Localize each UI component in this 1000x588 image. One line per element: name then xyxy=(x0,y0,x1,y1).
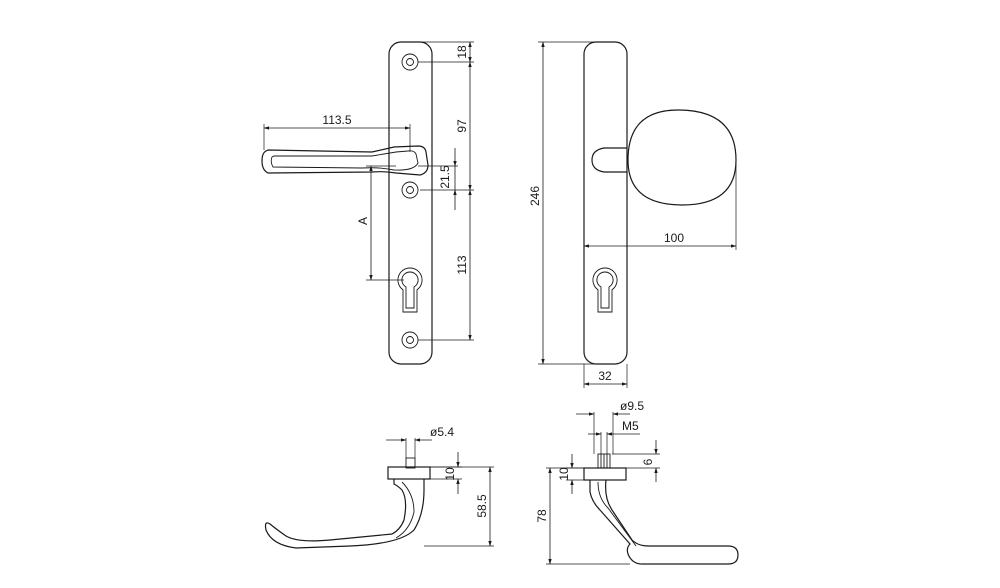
dim-knob-pin-diameter: ø9.5 xyxy=(620,399,644,413)
top-fixing-hole xyxy=(401,53,419,71)
lever-front-view xyxy=(261,41,433,365)
knob-disc xyxy=(627,109,737,206)
dim-plate-width: 32 xyxy=(598,369,612,383)
dim-spindle-to-hole: 21.5 xyxy=(438,165,452,189)
dim-knob-depth: 78 xyxy=(535,509,549,523)
knob-view-dimensions: 246 100 32 xyxy=(528,41,737,388)
lever-side-dimensions: ø5.4 10 58.5 xyxy=(386,425,494,547)
knob-side-rose xyxy=(583,467,627,481)
bottom-fixing-hole xyxy=(401,331,419,349)
dim-handle-depth: 58.5 xyxy=(475,494,489,518)
dim-lower-to-bottom: 113 xyxy=(455,255,469,274)
knob-front-view xyxy=(583,41,737,365)
dim-pin-diameter: ø5.4 xyxy=(430,425,454,439)
lever-keyhole xyxy=(397,267,423,313)
knob-keyhole xyxy=(592,267,618,313)
dim-handle-length: 113.5 xyxy=(322,113,351,127)
spindle-hole xyxy=(401,181,419,199)
dim-knob-projection: 100 xyxy=(664,231,684,245)
dim-thread-offset: 6 xyxy=(641,458,655,465)
dim-overall-height: 246 xyxy=(528,186,542,206)
dim-thread: M5 xyxy=(622,419,639,433)
dim-top-hole-offset: 18 xyxy=(455,45,469,59)
dim-handle-rose: 10 xyxy=(443,467,457,481)
knob-side-arm xyxy=(589,479,739,565)
knob-backplate xyxy=(583,41,628,365)
lever-handle xyxy=(261,145,429,176)
dim-top-to-spindle: 97 xyxy=(455,119,469,133)
lever-backplate xyxy=(388,41,433,365)
lever-side-arm xyxy=(264,479,425,549)
dim-label-a: A xyxy=(356,217,370,225)
dim-knob-rose: 10 xyxy=(557,467,571,481)
knob-side-view xyxy=(583,453,739,565)
lever-side-view xyxy=(264,457,431,549)
lever-side-rose xyxy=(387,466,431,480)
front-view-dimensions: 113.5 18 97 113 21.5 A xyxy=(263,41,474,341)
knob-side-dimensions: ø9.5 M5 6 10 78 xyxy=(535,399,660,565)
